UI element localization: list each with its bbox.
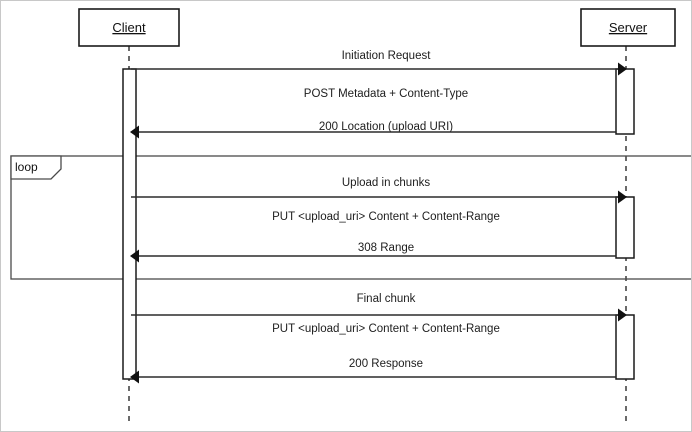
- message-response-label-2: 308 Range: [358, 242, 414, 254]
- message-response-arrowhead-3: [130, 370, 139, 384]
- message-request-label-3: PUT <upload_uri> Content + Content-Range: [272, 323, 500, 335]
- loop-fragment-label: loop: [15, 160, 38, 174]
- message-caption-2: Upload in chunks: [342, 177, 430, 189]
- message-response-label-1: 200 Location (upload URI): [319, 121, 453, 133]
- message-response-label-3: 200 Response: [349, 358, 423, 370]
- participant-label-client: Client: [112, 20, 146, 35]
- loop-fragment-box: [10, 155, 691, 280]
- message-request-arrowhead-2: [618, 190, 627, 204]
- activation-bar-client: [122, 68, 137, 380]
- message-caption-1: Initiation Request: [342, 50, 432, 62]
- message-response-arrowhead-2: [130, 249, 139, 263]
- message-caption-3: Final chunk: [357, 293, 416, 305]
- loop-fragment-tab: [10, 155, 62, 180]
- participant-box-client[interactable]: [78, 8, 180, 47]
- activation-bar-server-3: [615, 314, 635, 380]
- message-request-label-1: POST Metadata + Content-Type: [304, 88, 468, 100]
- message-response-arrowhead-1: [130, 125, 139, 139]
- message-request-label-2: PUT <upload_uri> Content + Content-Range: [272, 211, 500, 223]
- participant-label-server: Server: [609, 20, 648, 35]
- participant-box-server[interactable]: [580, 8, 676, 47]
- message-request-arrowhead-3: [618, 308, 627, 322]
- activation-bar-server-1: [615, 68, 635, 135]
- message-request-arrowhead-1: [618, 62, 627, 76]
- activation-bar-server-2: [615, 196, 635, 259]
